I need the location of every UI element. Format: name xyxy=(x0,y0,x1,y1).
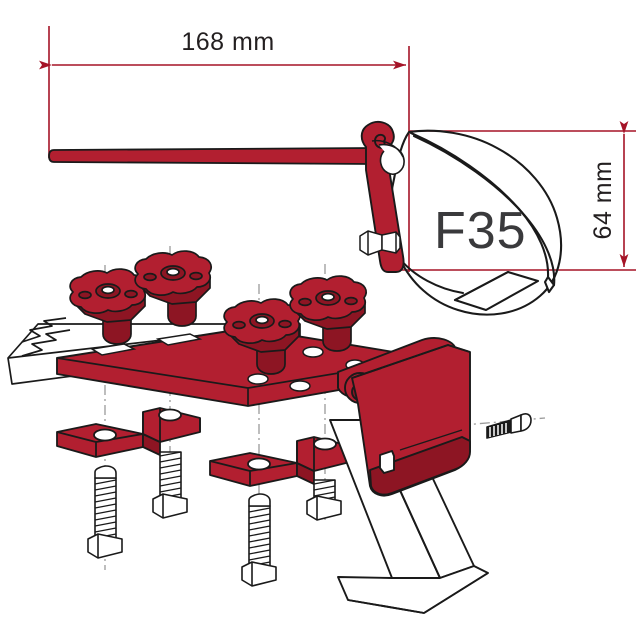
knob-dimple-3b xyxy=(278,319,292,329)
knob-hole-3 xyxy=(255,315,269,325)
hook-clip-arc xyxy=(371,139,404,158)
red-star-knob-1 xyxy=(69,268,147,345)
side-bolt-head xyxy=(510,414,522,434)
red-clamp-plate-1 xyxy=(56,423,144,458)
bolt-1-threads xyxy=(94,479,117,539)
pivot-panel-top-edge xyxy=(351,344,449,379)
hex-bolt-2 xyxy=(152,451,188,519)
knob-stem-1 xyxy=(102,319,132,345)
knob-hole-4 xyxy=(321,292,335,302)
model-label: F35 xyxy=(434,202,527,260)
clamp-plate-1-hole xyxy=(93,428,117,442)
knob-dimple-1b xyxy=(124,289,138,299)
support-leg-foot-edge xyxy=(347,599,425,614)
knob-dimple-2b xyxy=(189,271,203,281)
knob-dimple-4b xyxy=(344,296,358,306)
hex-bolt-4 xyxy=(306,479,342,521)
awning-lid-seam-outer xyxy=(412,134,556,287)
roof-rail-break-zigzag xyxy=(21,317,67,343)
bolt-3-tip xyxy=(248,493,271,507)
pivot-bracket-lip xyxy=(369,436,471,496)
knob-stem-2 xyxy=(167,301,197,327)
base-plate-hole-2 xyxy=(302,346,324,358)
red-star-knob-3 xyxy=(223,298,301,375)
side-bolt-thread-lines xyxy=(489,423,507,437)
bolt-3-shank xyxy=(248,505,271,569)
knob-hole-1 xyxy=(101,285,115,295)
pivot-panel-top-right xyxy=(447,344,471,353)
side-bolt-head-cap xyxy=(520,413,532,432)
knob-dimple-2a xyxy=(143,272,157,282)
knob-dimple-3a xyxy=(232,320,246,330)
vertical-dimension-label: 64 mm xyxy=(589,161,617,240)
red-clamp-plate-2 xyxy=(142,407,201,456)
knob-stem-4 xyxy=(322,326,352,352)
clamp-plate-2-hole xyxy=(158,408,182,422)
knob-dimple-1a xyxy=(78,290,92,300)
pivot-bracket-seam xyxy=(399,429,463,451)
pivot-bracket-slot xyxy=(379,450,395,474)
bolt-1-shank xyxy=(94,477,117,541)
awning-valance-edge xyxy=(453,270,510,302)
knob-dimple-4a xyxy=(298,297,312,307)
horizontal-dimension-label: 168 mm xyxy=(181,28,274,56)
base-plate-hole-3 xyxy=(247,373,269,385)
hook-bolt-head xyxy=(359,230,383,256)
red-star-knob-2 xyxy=(134,250,212,327)
base-plate-slot-1 xyxy=(89,343,137,356)
roof-rail-break-zigzag-2 xyxy=(21,329,71,357)
clamp-plate-4-hole xyxy=(313,437,337,451)
red-star-knob-4 xyxy=(289,275,367,352)
clamp-plate-3-hole xyxy=(247,457,271,471)
base-plate-hole-4 xyxy=(289,380,311,392)
hex-bolt-1 xyxy=(87,465,123,559)
knob-stem-3 xyxy=(256,349,286,375)
hex-bolt-3 xyxy=(241,493,277,587)
bolt-3-threads xyxy=(248,507,271,567)
side-hex-bolt xyxy=(486,413,532,439)
hook-hex-bolt xyxy=(359,230,401,256)
red-pivot-bracket xyxy=(337,337,471,497)
hook-bolt-nut xyxy=(381,231,401,254)
bolt-1-tip xyxy=(94,465,117,479)
awning-seam-tip xyxy=(543,275,556,294)
support-leg-foot-edge-2 xyxy=(423,572,489,614)
knob-hole-2 xyxy=(166,267,180,277)
adapter-arm-body xyxy=(48,147,373,165)
red-adapter-arm xyxy=(48,147,373,165)
base-plate-slot-2 xyxy=(155,333,203,346)
